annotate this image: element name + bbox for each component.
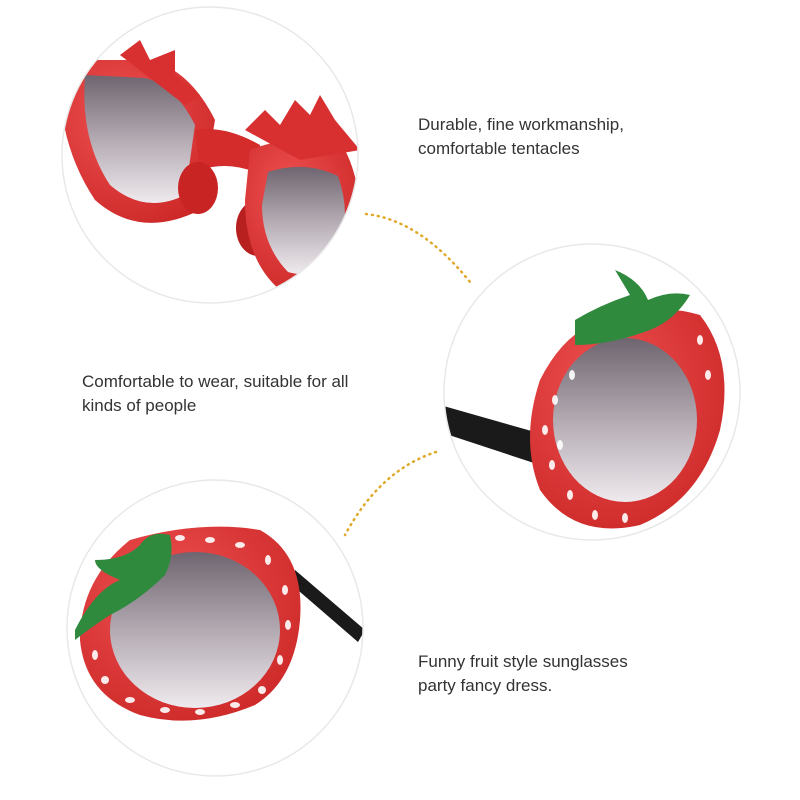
caption-funny-fruit-line-1: Funny fruit style sunglasses [418, 652, 628, 671]
connector-line-top [364, 212, 472, 284]
caption-comfortable: Comfortable to wear, suitable for all ki… [82, 370, 402, 418]
closeup-bridge-image [61, 6, 359, 304]
caption-comfortable-line-2: kinds of people [82, 396, 197, 415]
connector-line-bottom [343, 450, 438, 537]
side-view-image [443, 243, 741, 541]
caption-funny-fruit: Funny fruit style sunglasses party fancy… [418, 650, 678, 698]
front-view-image [66, 479, 364, 777]
caption-funny-fruit-line-2: party fancy dress. [418, 676, 553, 695]
caption-durable-line-1: Durable, fine workmanship, [418, 115, 624, 134]
caption-durable: Durable, fine workmanship, comfortable t… [418, 113, 678, 161]
caption-comfortable-line-1: Comfortable to wear, suitable for all [82, 372, 349, 391]
caption-durable-line-2: comfortable tentacles [418, 139, 580, 158]
